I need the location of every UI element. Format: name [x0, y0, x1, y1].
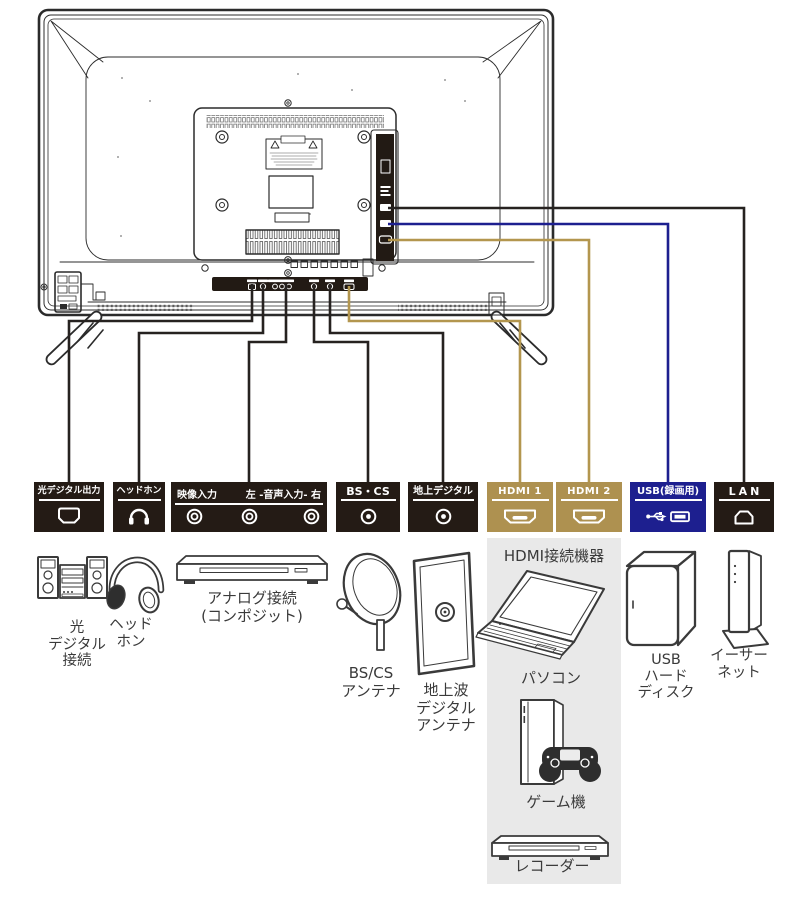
cable-av	[247, 284, 288, 482]
divider	[412, 499, 474, 501]
analog-device-label: アナログ接続 (コンポジット)	[201, 589, 303, 625]
satellite-dish-icon	[336, 552, 402, 651]
divider	[340, 499, 396, 501]
divider	[718, 499, 770, 501]
divider	[560, 499, 618, 501]
headphone-device-label: ヘッド ホン	[109, 617, 153, 650]
hdmi-port-icon	[503, 501, 537, 532]
hdmi-port-icon	[572, 501, 606, 532]
vesa-screws	[215, 130, 371, 212]
port-label: USB(録画用)	[636, 486, 700, 497]
bottom-connector-strip	[212, 277, 368, 291]
laptop-icon	[475, 570, 605, 660]
terrestrial-antenna-label: 地上波 デジタル アンテナ	[416, 681, 476, 734]
dvd-player-icon	[176, 555, 328, 584]
port-box-hdmi2: HDMI 2	[556, 482, 622, 532]
rca-jack-audio-right-icon	[303, 508, 320, 529]
port-box-hdmi1: HDMI 1	[487, 482, 553, 532]
divider	[38, 499, 100, 501]
rca-jack-video-icon	[186, 508, 203, 529]
tv-center-panel	[193, 99, 397, 277]
port-label: BS・CS	[346, 485, 390, 498]
port-box-bs-cs: BS・CS	[336, 482, 400, 532]
cable-bs-cs	[312, 284, 370, 482]
recorder-icon	[491, 835, 609, 860]
port-box-av-input: 映像入力 左 -音声入力- 右	[171, 482, 327, 532]
back-panel-dots	[117, 73, 466, 237]
warning-label	[265, 135, 323, 170]
port-label: 光デジタル出力	[37, 486, 101, 496]
divider	[634, 499, 702, 501]
port-box-headphone: ヘッドホン	[113, 482, 165, 532]
external-hdd-icon	[625, 550, 697, 647]
port-box-terrestrial: 地上デジタル	[408, 482, 478, 532]
ethernet-label: イーサー ネット	[710, 648, 768, 681]
side-port-panel	[370, 129, 399, 265]
power-terminal-block	[40, 271, 106, 313]
cable-headphone	[137, 284, 265, 482]
audio-input-label: 左 -音声入力- 右	[245, 490, 321, 501]
port-box-lan: LAN	[714, 482, 774, 532]
bs-cs-antenna-label: BS/CS アンテナ	[341, 664, 401, 700]
port-box-optical-digital-out: 光デジタル出力	[34, 482, 104, 532]
headphones-icon	[106, 556, 165, 614]
pc-label: パソコン	[520, 669, 582, 687]
cable-hdmi2	[388, 238, 591, 482]
port-label: LAN	[728, 485, 763, 498]
port-label: 地上デジタル	[413, 486, 473, 497]
tv-back-illustration	[37, 8, 555, 366]
coax-jack-icon	[360, 501, 377, 532]
headphone-port-icon	[127, 501, 151, 532]
video-input-label: 映像入力	[177, 490, 217, 501]
av-labels: 映像入力 左 -音声入力- 右	[171, 482, 327, 501]
usb-port-icon	[645, 501, 691, 532]
lan-port-icon	[733, 501, 755, 532]
cable-terrestrial	[328, 284, 445, 482]
antenna-wall-plate-icon	[412, 551, 476, 676]
coax-jack-icon	[435, 501, 452, 532]
game-console-icon	[520, 699, 601, 785]
divider	[117, 499, 161, 501]
cable-lan	[388, 206, 746, 482]
port-label: HDMI 2	[567, 486, 611, 497]
port-box-usb-recording: USB(録画用)	[630, 482, 706, 532]
recorder-label: レコーダー	[514, 857, 590, 875]
router-icon	[722, 549, 769, 649]
cables	[67, 206, 746, 482]
hdmi-group-title: HDMI接続機器	[503, 547, 605, 565]
toslink-port-icon	[56, 501, 82, 532]
cable-usb	[388, 222, 670, 482]
usb-hdd-label: USB ハード ディスク	[637, 652, 695, 701]
divider	[491, 499, 549, 501]
cable-optical	[67, 284, 254, 482]
port-label: ヘッドホン	[116, 486, 162, 496]
mini-stereo-icon	[37, 556, 108, 599]
port-label: HDMI 1	[498, 486, 542, 497]
rca-jack-audio-left-icon	[241, 508, 258, 529]
divider	[175, 503, 323, 505]
optical-device-label: 光 デジタル 接続	[48, 620, 106, 669]
cable-hdmi1	[347, 286, 522, 482]
game-console-label: ゲーム機	[526, 793, 586, 811]
